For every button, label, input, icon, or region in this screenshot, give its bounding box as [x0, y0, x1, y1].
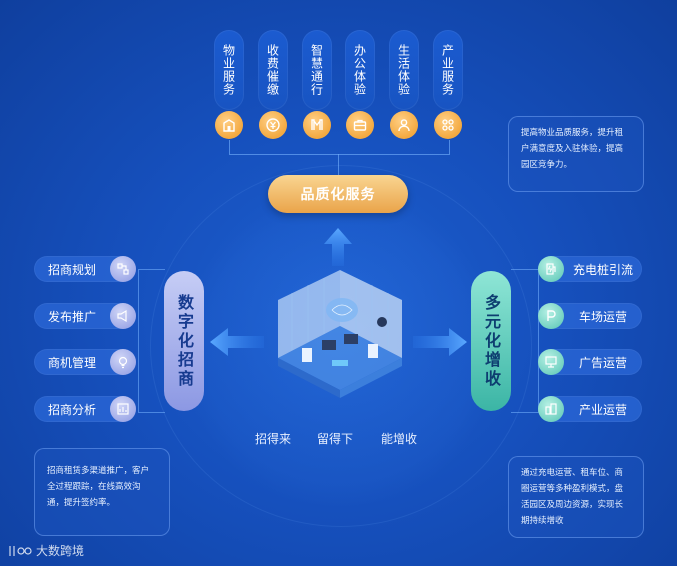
service-pill-fee: 收费催缴: [258, 30, 288, 110]
service-pill-industry: 产业服务: [433, 30, 463, 110]
item-label: 招商分析: [47, 402, 96, 417]
building-icon: [215, 111, 243, 139]
item-label: 广告运营: [578, 355, 627, 370]
left-item-analysis: 招商分析: [34, 396, 136, 422]
right-item-industry: 产业运营: [538, 396, 642, 422]
item-label: 招商规划: [47, 262, 96, 277]
digital-investment-pillar: 数字化招商: [164, 271, 204, 411]
watermark: 大数跨境: [8, 542, 84, 559]
right-arrow-icon: [413, 328, 467, 356]
briefcase-icon: [346, 111, 374, 139]
right-connector: [511, 269, 539, 413]
charger-icon: [538, 256, 564, 282]
item-label: 车场运营: [578, 309, 627, 324]
service-label: 智慧通行: [309, 44, 324, 96]
service-label: 物业服务: [221, 44, 236, 96]
revenue-description: 通过充电运营、租车位、商圈运营等多种盈利模式，盘活园区及周边资源，实现长期持续增…: [508, 456, 644, 538]
smart-park-illustration: [278, 270, 402, 398]
left-item-promotion: 发布推广: [34, 303, 136, 329]
fee-icon: [259, 111, 287, 139]
left-item-planning: 招商规划: [34, 256, 136, 282]
plan-icon: [110, 256, 136, 282]
watermark-text: 大数跨境: [36, 544, 85, 558]
quality-service-badge: 品质化服务: [268, 175, 408, 213]
right-desc-text: 通过充电运营、租车位、商圈运营等多种盈利模式，盘活园区及周边资源，实现长期持续增…: [521, 468, 624, 526]
billboard-icon: [538, 349, 564, 375]
industry-icon: [538, 396, 564, 422]
slogan-increase: 能增收: [381, 432, 418, 446]
gate-icon: [303, 111, 331, 139]
slogan-retain: 留得下: [317, 432, 354, 446]
investment-description: 招商租赁多渠道推广，客户全过程跟踪，在线高效沟通，提升签约率。: [34, 448, 170, 536]
left-connector: [138, 269, 165, 413]
megaphone-icon: [110, 303, 136, 329]
quality-description: 提高物业品质服务，提升租户满意度及入驻体验，提高园区竞争力。: [508, 116, 644, 192]
right-item-charging: 充电桩引流: [538, 256, 642, 282]
quality-label: 品质化服务: [300, 187, 376, 203]
background-ring-outer: [150, 165, 532, 527]
item-label: 产业运营: [578, 402, 627, 417]
chart-icon: [110, 396, 136, 422]
left-pillar-label: 数字化招商: [175, 293, 194, 389]
item-label: 充电桩引流: [572, 262, 633, 277]
right-pillar-label: 多元化增收: [482, 293, 501, 389]
service-pill-life: 生活体验: [389, 30, 419, 110]
top-stem: [338, 154, 339, 175]
parking-icon: [538, 303, 564, 329]
item-label: 商机管理: [47, 355, 96, 370]
slogan-attract: 招得来: [255, 432, 292, 446]
top-connector: [229, 140, 450, 155]
service-pill-office: 办公体验: [345, 30, 375, 110]
left-item-opportunity: 商机管理: [34, 349, 136, 375]
grid-icon: [434, 111, 462, 139]
lightbulb-icon: [110, 349, 136, 375]
service-label: 产业服务: [440, 44, 455, 96]
service-label: 生活体验: [396, 44, 411, 96]
left-arrow-icon: [210, 328, 264, 356]
watermark-logo-icon: [9, 545, 32, 556]
service-label: 办公体验: [352, 44, 367, 96]
right-item-parking: 车场运营: [538, 303, 642, 329]
diversified-revenue-pillar: 多元化增收: [471, 271, 511, 411]
person-icon: [390, 111, 418, 139]
left-desc-text: 招商租赁多渠道推广，客户全过程跟踪，在线高效沟通，提升签约率。: [47, 466, 150, 508]
right-item-advertising: 广告运营: [538, 349, 642, 375]
up-arrow-icon: [324, 228, 352, 266]
service-pill-access: 智慧通行: [302, 30, 332, 110]
item-label: 发布推广: [47, 309, 96, 324]
service-label: 收费催缴: [265, 44, 280, 96]
service-pill-property: 物业服务: [214, 30, 244, 110]
quality-desc-text: 提高物业品质服务，提升租户满意度及入驻体验，提高园区竞争力。: [521, 128, 624, 170]
